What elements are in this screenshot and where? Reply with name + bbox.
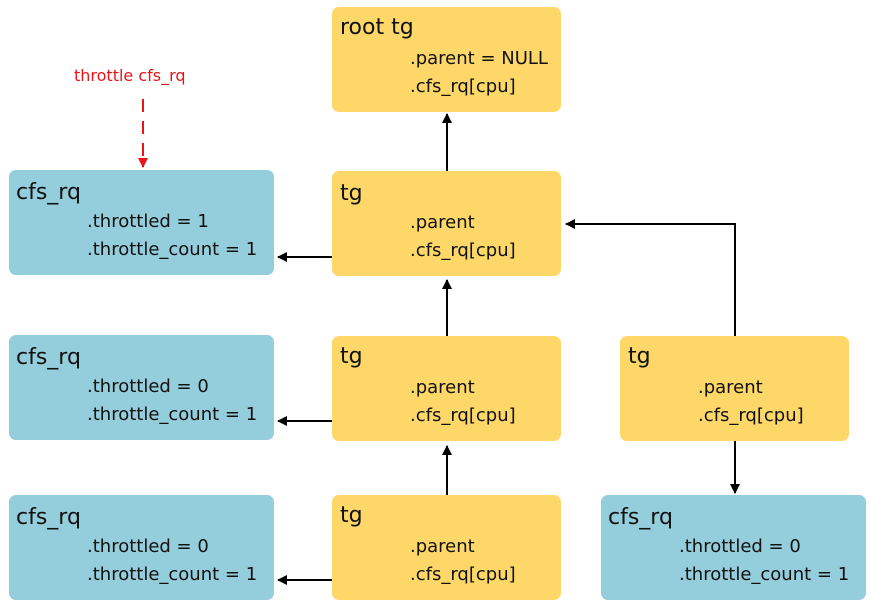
root-tg-title: root tg [340,15,414,40]
cfs-rq-level2-title: cfs_rq [16,345,81,370]
cfs-rq-level1-box: cfs_rq .throttled = 1 .throttle_count = … [9,170,274,275]
cfs-rq-level2-throttled-field: .throttled = 0 [87,376,209,397]
cfs-rq-right-throttle-count-field: .throttle_count = 1 [679,564,850,585]
tg-level2-parent-field: .parent [410,377,475,398]
cfs-rq-level1-throttled-field: .throttled = 1 [87,211,209,232]
tg-level3-parent-field: .parent [410,536,475,557]
root-tg-box: root tg .parent = NULL .cfs_rq[cpu] [332,7,561,112]
tg-level2-cfsrq-field: .cfs_rq[cpu] [410,405,516,426]
cfs-rq-level2-throttle-count-field: .throttle_count = 1 [87,404,258,425]
tg-right-box: tg .parent .cfs_rq[cpu] [620,336,849,441]
arrow-tgright-parent-to-tg1 [565,219,736,378]
annotation-label: throttle cfs_rq [74,66,186,85]
cfs-rq-right-title: cfs_rq [608,505,673,530]
tg-level1-box: tg .parent .cfs_rq[cpu] [332,171,561,276]
cfs-rq-level3-throttled-field: .throttled = 0 [87,536,209,557]
cfs-rq-right-box: cfs_rq .throttled = 0 .throttle_count = … [601,495,866,600]
cfs-rq-level1-title: cfs_rq [16,180,81,205]
root-tg-parent-field: .parent = NULL [410,48,548,69]
tg-level1-cfsrq-field: .cfs_rq[cpu] [410,240,516,261]
tg-right-cfsrq-field: .cfs_rq[cpu] [698,405,804,426]
cfs-rq-level3-box: cfs_rq .throttled = 0 .throttle_count = … [9,495,274,600]
tg-level2-title: tg [340,344,363,369]
tg-level1-parent-field: .parent [410,212,475,233]
cfs-rq-level2-box: cfs_rq .throttled = 0 .throttle_count = … [9,335,274,440]
tg-level2-box: tg .parent .cfs_rq[cpu] [332,336,561,441]
tg-right-parent-field: .parent [698,377,763,398]
tg-level3-title: tg [340,503,363,528]
tg-level3-box: tg .parent .cfs_rq[cpu] [332,495,561,600]
cfs-rq-level3-title: cfs_rq [16,505,81,530]
cfs-rq-level1-throttle-count-field: .throttle_count = 1 [87,239,258,260]
cfs-rq-level3-throttle-count-field: .throttle_count = 1 [87,564,258,585]
tg-level1-title: tg [340,181,363,206]
tg-right-title: tg [628,344,651,369]
root-tg-cfsrq-field: .cfs_rq[cpu] [410,76,516,97]
cfs-rq-right-throttled-field: .throttled = 0 [679,536,801,557]
tg-level3-cfsrq-field: .cfs_rq[cpu] [410,564,516,585]
